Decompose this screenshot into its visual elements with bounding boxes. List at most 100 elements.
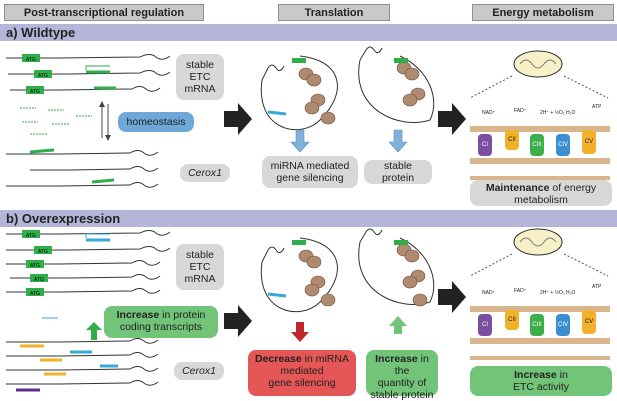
atg-label: ATG bbox=[38, 73, 48, 79]
complex-cv: CV bbox=[582, 310, 596, 334]
oxygen-label: 2H⁺ + ½O₂ bbox=[540, 110, 565, 116]
atg-label: ATG bbox=[26, 57, 36, 63]
homeostasis-box: homeostasis bbox=[118, 112, 194, 132]
wildtype-atg-boxes: ATG ATG ATG bbox=[22, 54, 52, 95]
atp-label: ATP bbox=[592, 104, 602, 110]
process-arrows bbox=[224, 103, 466, 337]
increase-text: stable protein bbox=[370, 389, 434, 401]
mirna-silencing-line: miRNA mediated bbox=[270, 160, 350, 172]
complex-cii: CII bbox=[505, 130, 519, 150]
overexpression-atg-labels: ATG ATG ATG ATG ATG bbox=[26, 233, 48, 297]
wildtype-membrane bbox=[470, 126, 610, 180]
atg-label: ATG bbox=[26, 233, 36, 239]
atg-label: ATG bbox=[30, 263, 40, 269]
stable-etc-mrna-line: stable bbox=[185, 249, 215, 261]
increase-text: in protein bbox=[159, 309, 206, 321]
increase-text: coding transcripts bbox=[119, 321, 203, 333]
increase-text: quantity of bbox=[377, 377, 427, 389]
section-band-overexpression: b) Overexpression bbox=[0, 210, 617, 227]
wildtype-ribosomes bbox=[298, 61, 426, 125]
atg-box bbox=[394, 240, 408, 245]
atg-label: ATG bbox=[30, 89, 40, 95]
increase-stable-protein-box: Increase in the quantity of stable prote… bbox=[366, 350, 438, 401]
header-translation: Translation bbox=[278, 4, 390, 21]
header-energy-metabolism: Energy metabolism bbox=[472, 4, 614, 21]
overexpression-translation bbox=[260, 228, 435, 313]
etc-increase-bold: Increase bbox=[514, 369, 557, 381]
cerox1-label: Cerox1 bbox=[174, 362, 224, 380]
wildtype-transcripts bbox=[6, 54, 171, 188]
stable-etc-mrna-line: ETC bbox=[189, 71, 211, 83]
water-label: H₂O bbox=[566, 290, 576, 296]
section-title-overexpression: b) Overexpression bbox=[6, 211, 121, 226]
atg-box bbox=[292, 240, 306, 245]
overexpression-mirnas bbox=[16, 233, 118, 392]
mirna-silencing-box: miRNA mediated gene silencing bbox=[262, 156, 358, 188]
atp-label: ATP bbox=[592, 284, 602, 290]
increase-text: in the bbox=[394, 353, 429, 377]
decrease-text: in miRNA bbox=[301, 353, 349, 365]
nad-label: NAD⁺ bbox=[482, 290, 496, 296]
complex-cii: CII bbox=[505, 310, 519, 330]
complex-ci: CI bbox=[478, 134, 492, 156]
stable-etc-mrna-line: stable bbox=[185, 59, 215, 71]
up-arrow-green bbox=[86, 322, 102, 340]
header-post-transcriptional: Post-transcriptional regulation bbox=[4, 4, 204, 21]
overexpression-membrane bbox=[470, 306, 610, 360]
wildtype-bound-mirna bbox=[267, 110, 287, 116]
overexpression-mitochondrion bbox=[469, 228, 609, 277]
etc-increase-text: in bbox=[559, 369, 568, 381]
increase-bold: Increase bbox=[375, 353, 418, 365]
atg-label: ATG bbox=[38, 249, 48, 255]
overexpression-transcripts bbox=[6, 230, 171, 386]
section-band-wildtype: a) Wildtype bbox=[0, 24, 617, 41]
atg-box bbox=[394, 58, 408, 63]
decrease-mirna-box: Decrease in miRNA mediated gene silencin… bbox=[248, 350, 356, 396]
complex-civ: CIV bbox=[556, 314, 570, 336]
section-title-wildtype: a) Wildtype bbox=[6, 25, 76, 40]
decrease-text: gene silencing bbox=[268, 377, 336, 389]
stable-etc-mrna-line: mRNA bbox=[184, 273, 216, 285]
atg-label: ATG bbox=[30, 291, 40, 297]
decrease-bold: Decrease bbox=[255, 353, 302, 365]
etc-increase-text: ETC activity bbox=[512, 381, 569, 393]
maintenance-text: of energy bbox=[549, 182, 597, 194]
down-arrow-red bbox=[291, 322, 309, 342]
complex-civ: CIV bbox=[556, 134, 570, 156]
nad-label: NAD⁺ bbox=[482, 110, 496, 116]
fad-label: FAD⁺ bbox=[514, 288, 527, 294]
stable-etc-mrna-box: stable ETC mRNA bbox=[176, 54, 224, 100]
wildtype-translation bbox=[260, 46, 435, 131]
increase-coding-transcripts-box: Increase in protein coding transcripts bbox=[104, 306, 218, 338]
water-label: H₂O bbox=[566, 110, 576, 116]
maintenance-box: Maintenance of energy metabolism bbox=[470, 180, 612, 206]
increase-bold: Increase bbox=[116, 309, 160, 321]
wildtype-blue-arrows bbox=[290, 129, 408, 153]
fad-label: FAD⁺ bbox=[514, 108, 527, 114]
decrease-text: mediated bbox=[280, 365, 324, 377]
stable-etc-mrna-box: stable ETC mRNA bbox=[176, 244, 224, 290]
maintenance-text: metabolism bbox=[514, 194, 568, 206]
mirna-silencing-line: gene silencing bbox=[276, 172, 344, 184]
increase-etc-activity-box: Increase in ETC activity bbox=[470, 366, 612, 396]
complex-ci: CI bbox=[478, 314, 492, 336]
overexpression-ribosomes bbox=[298, 243, 428, 307]
wildtype-mitochondrion bbox=[469, 50, 609, 99]
complex-cv: CV bbox=[582, 130, 596, 154]
atg-box bbox=[292, 58, 306, 63]
maintenance-bold: Maintenance bbox=[485, 182, 550, 194]
stable-etc-mrna-line: mRNA bbox=[184, 83, 216, 95]
equilibrium-arrows bbox=[99, 101, 111, 141]
up-arrow-green-protein bbox=[389, 316, 407, 334]
stable-etc-mrna-line: ETC bbox=[189, 261, 211, 273]
complex-ciii: CIII bbox=[530, 134, 544, 156]
cerox1-label: Cerox1 bbox=[180, 164, 230, 182]
oxygen-label: 2H⁺ + ½O₂ bbox=[540, 290, 565, 296]
atg-label: ATG bbox=[34, 277, 44, 283]
overexpression-bound-mirna bbox=[267, 292, 287, 298]
overexpression-atg-boxes bbox=[22, 230, 52, 296]
stable-protein-box: stable protein bbox=[364, 160, 432, 184]
wildtype-mirnas bbox=[20, 65, 116, 184]
complex-ciii: CIII bbox=[530, 314, 544, 336]
